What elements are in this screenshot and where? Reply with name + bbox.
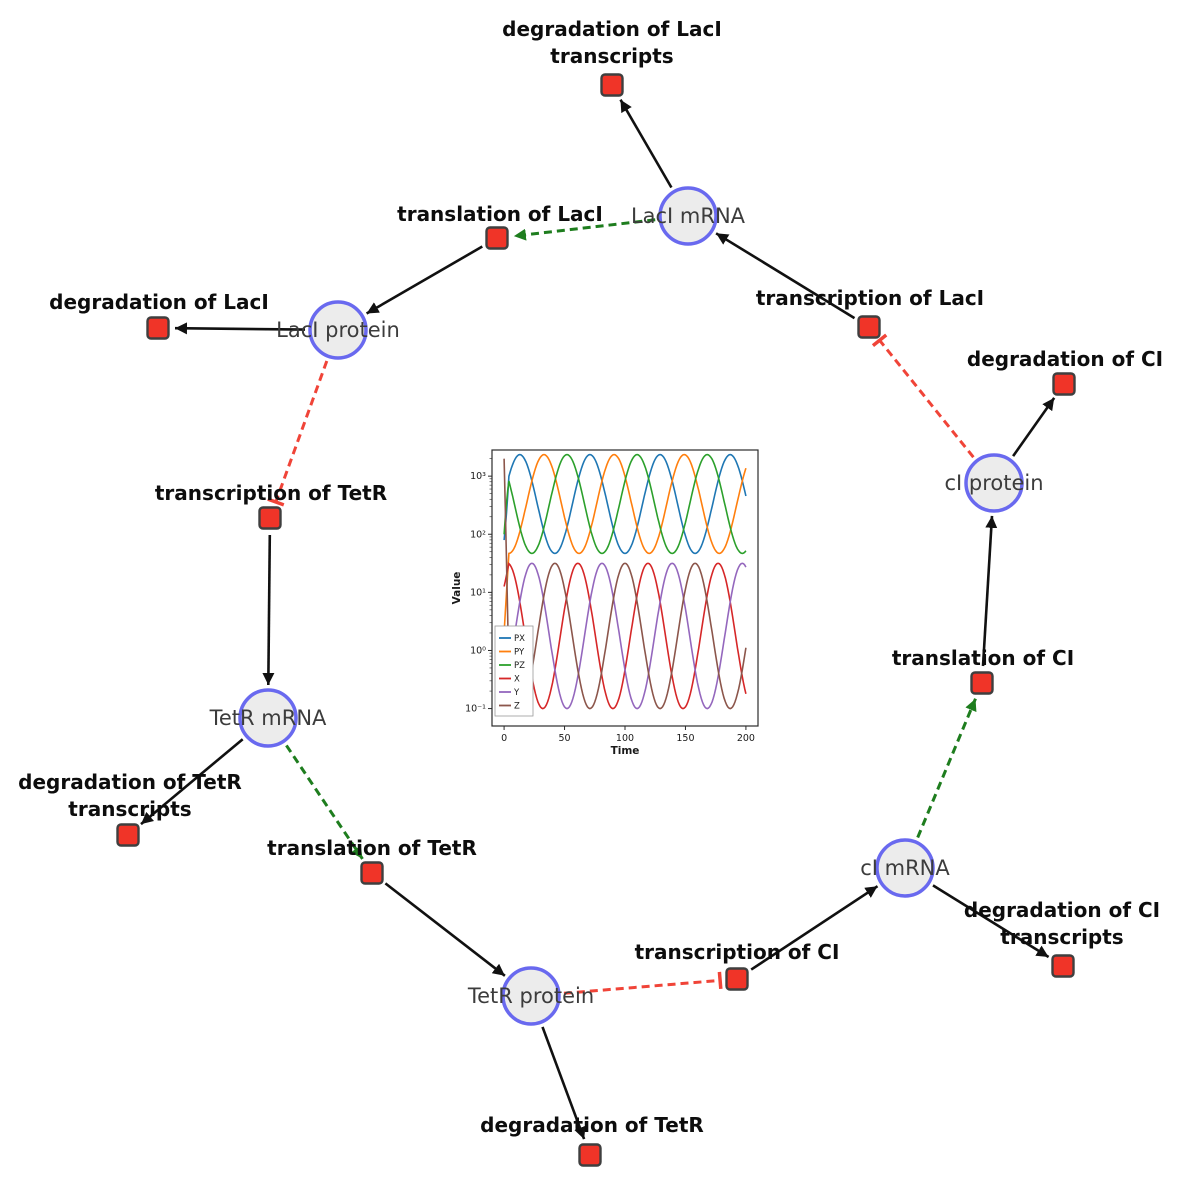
legend-label-z: Z bbox=[514, 702, 520, 712]
reaction-node-transcription-tetr[interactable] bbox=[258, 506, 282, 530]
edge-ci-protein-to-transcription-laci bbox=[871, 333, 975, 459]
species-node-ci-protein[interactable] bbox=[964, 453, 1024, 513]
edge-tetr-protein-to-transcription-ci bbox=[563, 971, 723, 995]
chart-legend-box bbox=[494, 625, 534, 717]
reaction-label-deg-ci-tx: transcripts bbox=[1000, 925, 1123, 949]
species-node-ci-mrna[interactable] bbox=[875, 838, 935, 898]
reaction-node-transcription-ci[interactable] bbox=[725, 967, 749, 991]
y-axis-label: Value bbox=[451, 572, 463, 605]
reaction-label-translation-laci: translation of LacI bbox=[397, 202, 603, 226]
x-tick-label: 150 bbox=[676, 733, 694, 744]
species-label-ci-mrna: cI mRNA bbox=[860, 856, 950, 880]
reaction-label-deg-laci-tx: transcripts bbox=[550, 44, 673, 68]
y-tick-label: 10⁰ bbox=[470, 645, 486, 656]
reaction-layer: degradation of LacI transcripts translatio… bbox=[18, 17, 1163, 1167]
reaction-node-deg-ci[interactable] bbox=[1052, 372, 1076, 396]
reaction-label-transcription-ci: transcription of CI bbox=[635, 940, 840, 964]
chart-plot-background bbox=[492, 450, 758, 726]
chart-series-z bbox=[503, 458, 747, 710]
reaction-label-deg-ci: degradation of CI bbox=[967, 347, 1163, 371]
chart-series-py bbox=[503, 453, 747, 634]
y-tick-label: 10² bbox=[470, 529, 486, 540]
reaction-label-transcription-laci: transcription of LacI bbox=[756, 286, 984, 310]
reaction-label-transcription-tetr: transcription of TetR bbox=[155, 481, 387, 505]
species-node-laci-mrna[interactable] bbox=[658, 186, 718, 246]
edge-tetr-mrna-to-translation-tetr bbox=[285, 744, 364, 860]
species-node-laci-protein[interactable] bbox=[308, 300, 368, 360]
edge-ci-mrna-to-deg-ci-tx bbox=[932, 884, 1050, 959]
y-tick-label: 10¹ bbox=[470, 587, 486, 598]
species-label-tetr-mrna: TetR mRNA bbox=[209, 706, 327, 730]
reaction-label-translation-ci: translation of CI bbox=[892, 646, 1074, 670]
x-tick-label: 200 bbox=[737, 733, 755, 744]
species-label-ci-protein: cI protein bbox=[944, 471, 1043, 495]
reaction-label-translation-tetr: translation of TetR bbox=[267, 836, 477, 860]
reaction-label-deg-laci: degradation of LacI bbox=[49, 290, 269, 314]
x-tick-label: 50 bbox=[558, 733, 570, 744]
reaction-node-translation-ci[interactable] bbox=[970, 671, 994, 695]
reaction-label-deg-laci-tx: degradation of LacI bbox=[502, 17, 722, 41]
reaction-label-deg-ci-tx: degradation of CI bbox=[964, 898, 1160, 922]
edge-translation-ci-to-ci-protein bbox=[981, 515, 998, 667]
edge-ci-protein-to-deg-ci bbox=[1012, 397, 1056, 457]
edge-laci-mrna-to-translation-laci bbox=[513, 218, 656, 241]
reaction-node-translation-laci[interactable] bbox=[485, 226, 509, 250]
reaction-label-deg-tetr-tx: degradation of TetR bbox=[18, 770, 242, 794]
edge-laci-protein-to-deg-laci bbox=[174, 322, 306, 335]
x-axis-label: Time bbox=[611, 745, 640, 757]
edge-transcription-ci-to-ci-mrna bbox=[750, 885, 879, 971]
legend-label-pz: PZ bbox=[514, 661, 525, 671]
legend-label-px: PX bbox=[514, 634, 525, 644]
species-node-tetr-protein[interactable] bbox=[501, 966, 561, 1026]
reaction-node-deg-laci-tx[interactable] bbox=[600, 73, 624, 97]
edge-ci-mrna-to-translation-ci bbox=[916, 698, 977, 839]
edges-layer bbox=[140, 99, 1056, 1140]
legend-label-y: Y bbox=[513, 688, 520, 698]
chart-series-px bbox=[503, 453, 747, 555]
reaction-node-deg-laci[interactable] bbox=[146, 316, 170, 340]
edge-laci-mrna-to-deg-laci-tx bbox=[619, 99, 673, 189]
x-tick-label: 100 bbox=[616, 733, 634, 744]
reaction-node-deg-tetr-tx[interactable] bbox=[116, 823, 140, 847]
reaction-node-deg-tetr[interactable] bbox=[578, 1143, 602, 1167]
reaction-label-deg-tetr: degradation of TetR bbox=[480, 1113, 704, 1137]
chart-series-pz bbox=[503, 453, 747, 555]
reaction-node-deg-ci-tx[interactable] bbox=[1051, 954, 1075, 978]
legend-label-x: X bbox=[514, 675, 520, 685]
edge-transcription-tetr-to-tetr-mrna bbox=[262, 534, 275, 686]
species-label-laci-mrna: LacI mRNA bbox=[631, 204, 746, 228]
species-label-laci-protein: LacI protein bbox=[276, 318, 400, 342]
legend-label-py: PY bbox=[514, 648, 525, 658]
edge-translation-tetr-to-tetr-protein bbox=[384, 882, 506, 977]
edge-translation-laci-to-laci-protein bbox=[365, 245, 483, 315]
y-tick-label: 10⁻¹ bbox=[465, 704, 486, 715]
edge-tetr-protein-to-deg-tetr bbox=[541, 1026, 586, 1140]
reaction-node-transcription-laci[interactable] bbox=[857, 315, 881, 339]
chart-series-y bbox=[503, 562, 747, 710]
reaction-label-deg-tetr-tx: transcripts bbox=[68, 797, 191, 821]
edge-tetr-mrna-to-deg-tetr-tx bbox=[140, 738, 244, 826]
edge-transcription-laci-to-laci-mrna bbox=[715, 232, 856, 320]
reaction-node-translation-tetr[interactable] bbox=[360, 861, 384, 885]
x-tick-label: 0 bbox=[501, 733, 507, 744]
species-node-tetr-mrna[interactable] bbox=[238, 688, 298, 748]
species-label-tetr-protein: TetR protein bbox=[467, 984, 594, 1008]
y-tick-label: 10³ bbox=[470, 471, 486, 482]
edge-laci-protein-to-transcription-tetr bbox=[267, 360, 329, 507]
